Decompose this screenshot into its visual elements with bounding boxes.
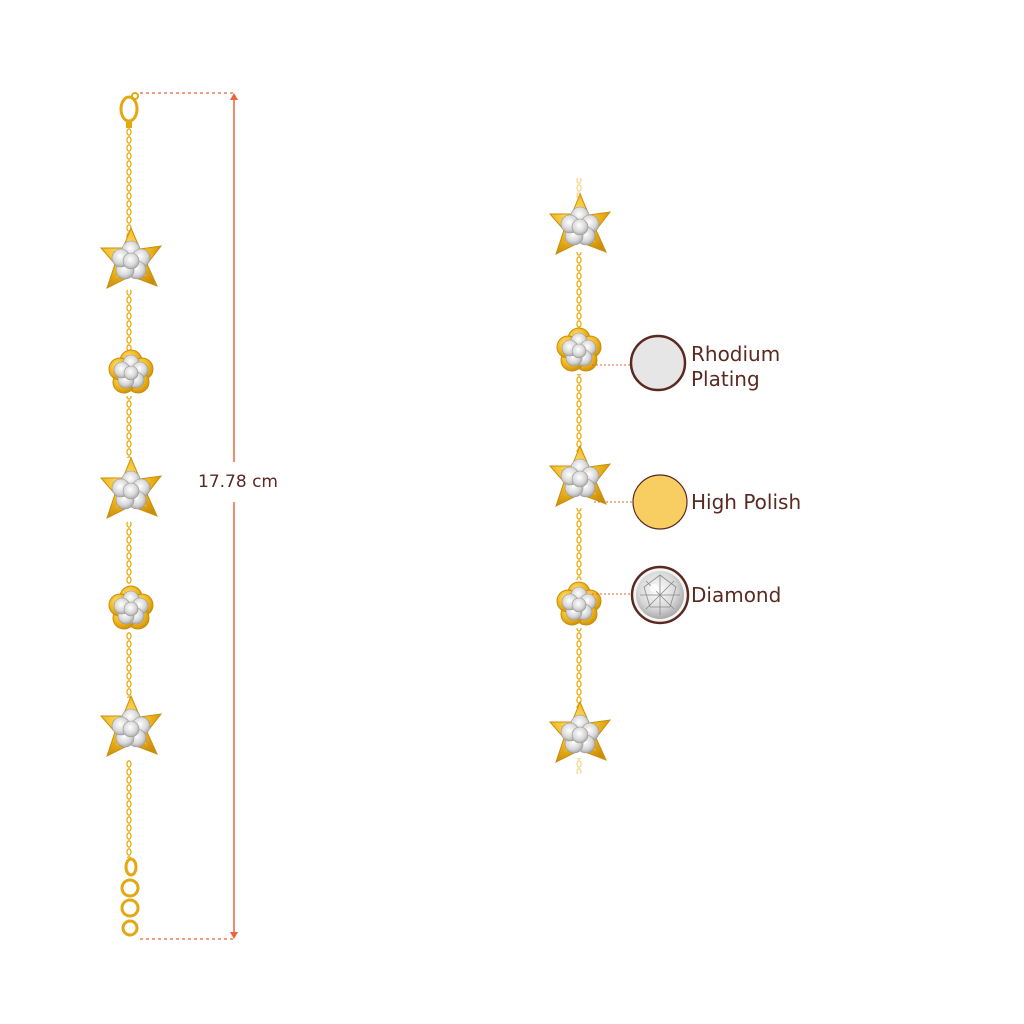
flower-charm	[556, 581, 602, 626]
legend-label-line1: High Polish	[691, 490, 801, 514]
bracelet-full-image	[100, 92, 162, 937]
star-charm	[100, 457, 162, 519]
chain-segment	[126, 396, 132, 458]
star-charm	[549, 701, 611, 763]
chain-segment	[576, 628, 582, 708]
star-charm	[549, 445, 611, 507]
flower-charm	[108, 585, 154, 630]
bracelet-closeup-image	[549, 178, 611, 774]
flower-charm	[108, 349, 154, 394]
rhodium-swatch-icon	[629, 334, 687, 392]
legend-connectors	[592, 364, 632, 595]
legend-item-rhodium: Rhodium Plating	[629, 334, 780, 392]
length-label: 17.78 cm	[198, 472, 278, 492]
chain-segment	[126, 632, 132, 698]
extension-rings	[120, 857, 140, 937]
polish-swatch-icon	[632, 474, 688, 530]
chain-segment	[576, 374, 582, 452]
legend-label-line1: Rhodium	[691, 342, 780, 366]
chain-segment	[576, 252, 582, 328]
lobster-clasp	[119, 92, 139, 128]
flower-charm	[556, 327, 602, 372]
chain-segment	[576, 758, 582, 774]
star-charm	[549, 193, 611, 255]
chain-segment	[576, 178, 582, 198]
chain-segment	[576, 508, 582, 580]
legend-item-polish: High Polish	[632, 474, 801, 530]
length-measurement	[140, 92, 238, 940]
star-charm	[100, 227, 162, 289]
legend-item-diamond: Diamond	[630, 565, 781, 625]
diamond-swatch-icon	[630, 565, 690, 625]
star-charm	[100, 695, 162, 757]
legend-label-line1: Diamond	[691, 583, 781, 607]
legend-label-line2: Plating	[691, 367, 760, 391]
chain-segment	[126, 290, 132, 350]
chain-segment	[126, 128, 132, 240]
chain-segment	[126, 522, 132, 584]
chain-segment	[126, 760, 132, 858]
